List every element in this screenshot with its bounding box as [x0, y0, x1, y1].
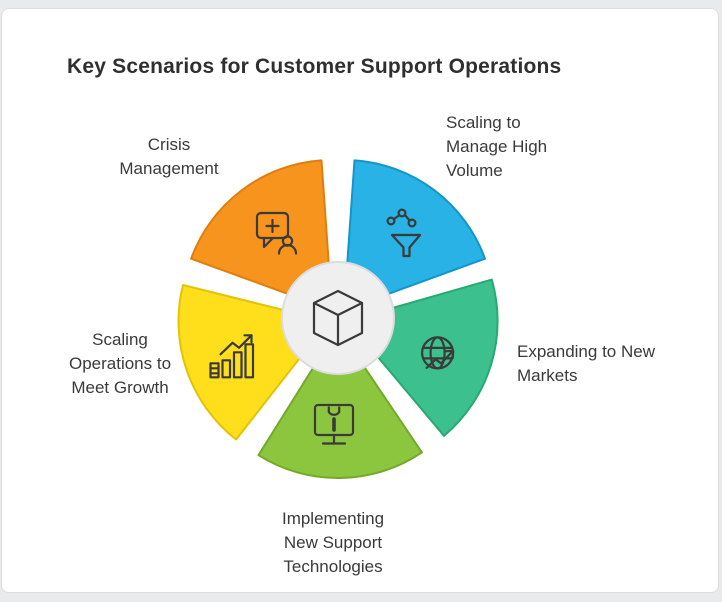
segment-wedge — [190, 159, 333, 311]
segment-crisis-management — [190, 159, 333, 311]
page-title: Key Scenarios for Customer Support Opera… — [67, 55, 562, 78]
funnel-network-icon — [386, 208, 422, 258]
segment-label-new-technologies: Implementing New Support Technologies — [281, 509, 385, 576]
segment-wedge — [257, 327, 423, 480]
segment-scaling-high-volume — [343, 159, 486, 311]
cube-icon — [312, 289, 364, 347]
segment-label-scaling-growth: Scaling Operations to Meet Growth — [68, 330, 172, 397]
globe-growth-icon — [421, 336, 455, 370]
bar-chart-growth-icon — [209, 334, 255, 379]
support-chat-icon — [255, 211, 298, 255]
segment-label-expanding-markets: Expanding to New Markets — [517, 342, 655, 385]
diagram-center — [281, 261, 395, 375]
segment-new-technologies — [257, 327, 423, 480]
segment-label-scaling-high-volume: Scaling to Manage High Volume — [446, 113, 548, 180]
monitor-wrench-icon — [313, 403, 355, 445]
segment-label-crisis-management: Crisis Management — [119, 135, 219, 178]
